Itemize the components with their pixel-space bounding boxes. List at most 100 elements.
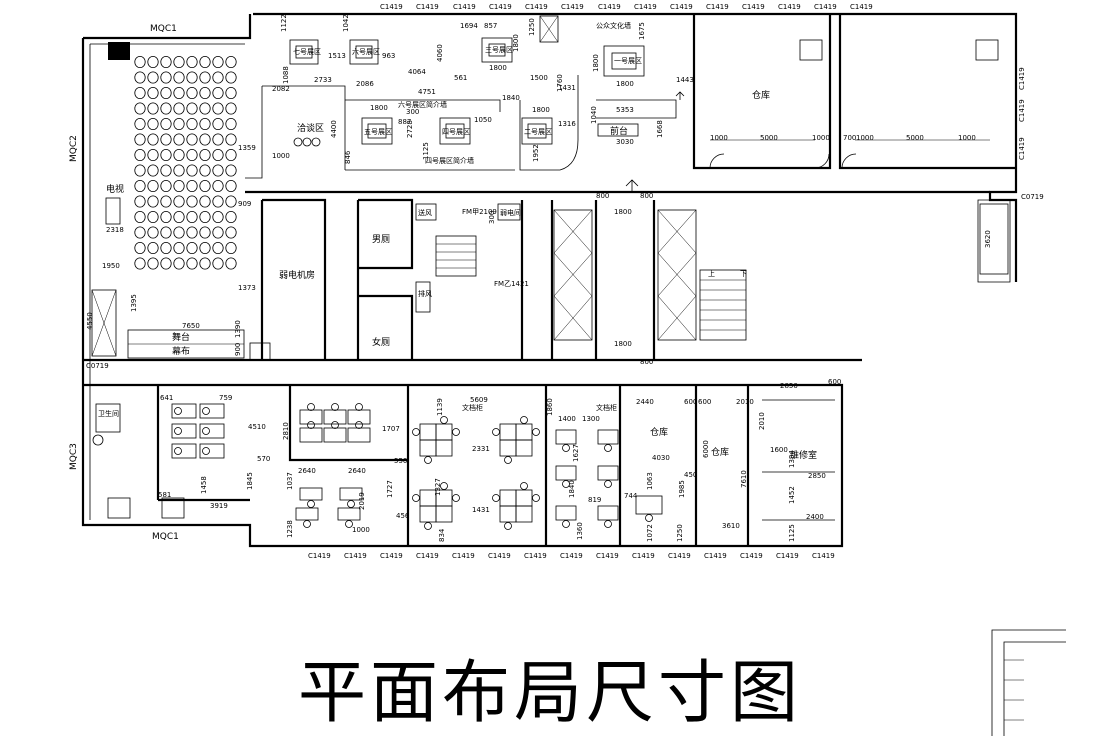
chair bbox=[424, 456, 432, 464]
chair bbox=[504, 522, 512, 530]
seat bbox=[134, 210, 146, 223]
seat bbox=[225, 164, 237, 177]
dim-30: 1800 bbox=[532, 106, 550, 114]
dim-108: 1431 bbox=[472, 506, 490, 514]
seat bbox=[134, 257, 146, 270]
chair bbox=[331, 421, 339, 429]
dim-41: 1359 bbox=[238, 144, 256, 152]
seat bbox=[212, 195, 224, 208]
dim-74: 5609 bbox=[470, 396, 488, 404]
desk bbox=[419, 439, 437, 457]
seat bbox=[134, 164, 146, 177]
window-bottom-4: C1419 bbox=[416, 552, 439, 560]
chair bbox=[355, 403, 363, 411]
window-right-4: C0719 bbox=[1021, 193, 1044, 201]
chair bbox=[202, 447, 210, 455]
dim-72: 1707 bbox=[382, 425, 400, 433]
dim-81: 600 bbox=[698, 398, 711, 406]
dim-13: 1800 bbox=[489, 64, 507, 72]
dim-36: 1000 bbox=[812, 134, 830, 142]
dim-118: 456 bbox=[396, 512, 410, 520]
dim-50: 300 bbox=[488, 211, 496, 224]
dim-4: 963 bbox=[382, 52, 395, 60]
seat bbox=[160, 118, 172, 131]
seat bbox=[147, 210, 159, 223]
window-bottom-9: C1419 bbox=[596, 552, 619, 560]
dim-77: 1400 bbox=[558, 415, 576, 423]
seat bbox=[199, 210, 211, 223]
seat bbox=[160, 102, 172, 115]
seat bbox=[134, 102, 146, 115]
chair bbox=[307, 500, 315, 508]
seat bbox=[160, 257, 172, 270]
electric-room-label: 弱电机房 bbox=[279, 269, 315, 281]
dim-68: 641 bbox=[160, 394, 173, 402]
drawing-title: 平面布局尺寸图 bbox=[297, 654, 802, 733]
window-bottom-1: C1419 bbox=[308, 552, 331, 560]
dim-14: 1088 bbox=[282, 66, 290, 84]
hall-1-label: 一号展区 bbox=[614, 57, 642, 65]
seat bbox=[212, 179, 224, 192]
seat bbox=[199, 226, 211, 239]
seat bbox=[212, 210, 224, 223]
chair bbox=[645, 514, 653, 522]
seat bbox=[147, 257, 159, 270]
outer-walls bbox=[81, 12, 1018, 548]
dim-102: 1452 bbox=[788, 486, 796, 504]
warehouse-3-label: 仓库 bbox=[650, 426, 668, 438]
seat bbox=[134, 133, 146, 146]
desk bbox=[499, 439, 517, 457]
seat bbox=[147, 164, 159, 177]
dim-28: 887 bbox=[398, 118, 411, 126]
seat bbox=[199, 118, 211, 131]
chair bbox=[440, 416, 448, 424]
desk bbox=[555, 429, 577, 445]
dim-54: 909 bbox=[238, 200, 251, 208]
seat bbox=[199, 241, 211, 254]
dim-87: 4030 bbox=[652, 454, 670, 462]
dim-75: 1860 bbox=[546, 398, 554, 416]
window-top-7: C1419 bbox=[598, 3, 621, 11]
auditorium-seats bbox=[134, 56, 237, 270]
seat bbox=[160, 195, 172, 208]
dim-99: 1840 bbox=[568, 480, 576, 498]
dim-58: 1395 bbox=[130, 294, 138, 312]
exhibition-zone: 七号展区 六号展区 三号展区 一号展区 公众文化墙 洽谈区 五号展区 四号展区 … bbox=[245, 15, 685, 192]
seat bbox=[225, 241, 237, 254]
dim-56: 1950 bbox=[102, 262, 120, 270]
dim-34: 1000 bbox=[710, 134, 728, 142]
seat bbox=[160, 56, 172, 69]
dim-94: 1458 bbox=[200, 476, 208, 494]
chair bbox=[440, 482, 448, 490]
chair bbox=[532, 428, 540, 436]
dim-93: 550 bbox=[394, 457, 407, 465]
curtain-wall-left-lower: MQC3 bbox=[69, 443, 79, 470]
hall-3-label: 三号展区 bbox=[485, 46, 513, 54]
stair-up-label: 上 bbox=[708, 269, 715, 278]
chair bbox=[532, 494, 540, 502]
chair bbox=[331, 403, 339, 411]
seat bbox=[134, 226, 146, 239]
hall-6-intro-label: 六号展区简介墙 bbox=[398, 100, 447, 109]
desk bbox=[515, 489, 533, 507]
seat bbox=[186, 148, 198, 161]
seat bbox=[173, 118, 185, 131]
repair-room-label: 维修室 bbox=[790, 449, 817, 461]
dim-117: 2019 bbox=[358, 492, 366, 510]
dim-62: 900 bbox=[234, 343, 242, 356]
seat bbox=[147, 71, 159, 84]
desk bbox=[171, 423, 197, 439]
dim-67: 600 bbox=[828, 378, 841, 386]
chair bbox=[492, 494, 500, 502]
window-bottom-2: C1419 bbox=[344, 552, 367, 560]
dim-106: 1238 bbox=[286, 520, 294, 538]
seat bbox=[147, 179, 159, 192]
dim-95: 1845 bbox=[246, 472, 254, 490]
mens-room-label: 男厕 bbox=[372, 234, 390, 245]
dim-12: 1800 bbox=[616, 80, 634, 88]
seat bbox=[134, 71, 146, 84]
seat bbox=[199, 102, 211, 115]
chair bbox=[174, 427, 182, 435]
chair bbox=[504, 456, 512, 464]
seat bbox=[173, 257, 185, 270]
